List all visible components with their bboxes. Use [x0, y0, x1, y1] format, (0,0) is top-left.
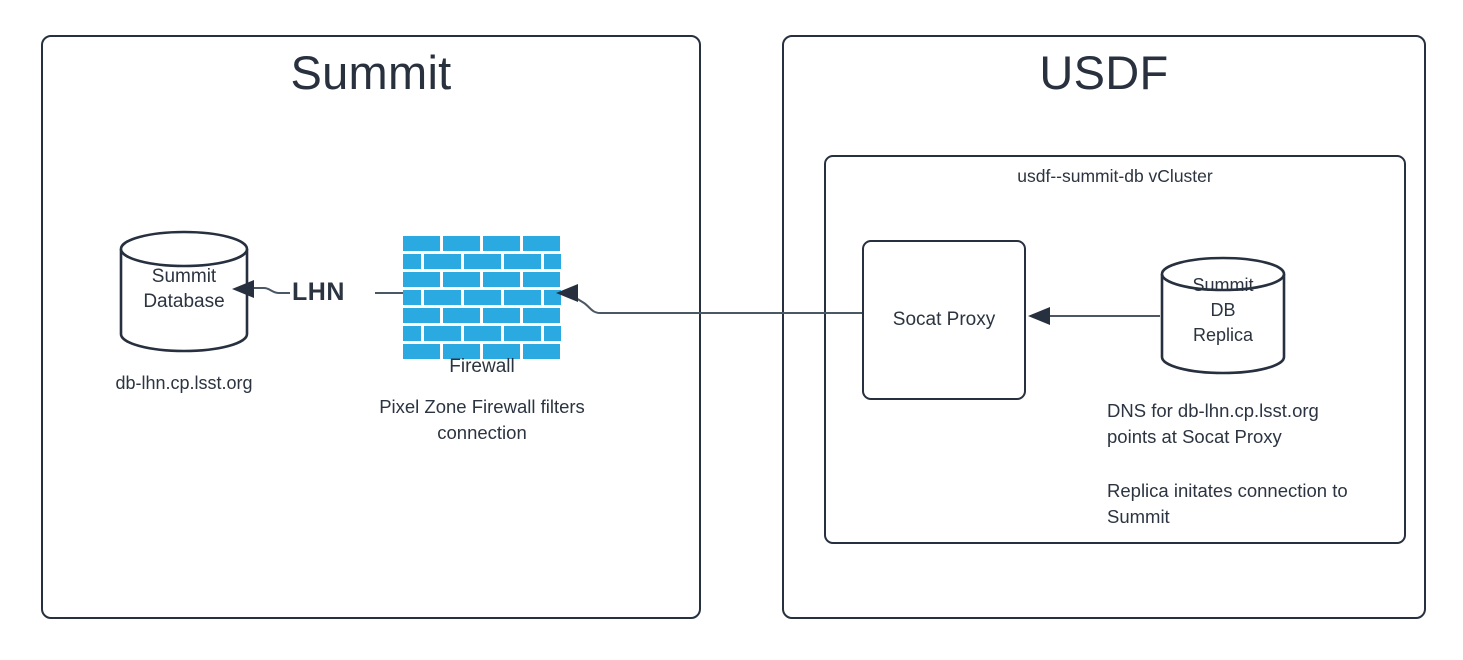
- caption-dns-note: DNS for db-lhn.cp.lsst.org points at Soc…: [1107, 400, 1319, 447]
- firewall-brick-icon: [403, 236, 561, 359]
- node-socat-proxy-label: Socat Proxy: [892, 309, 996, 330]
- caption-replica-note: Replica initates connection to Summit: [1107, 480, 1348, 527]
- node-firewall-label: Firewall: [449, 356, 515, 377]
- database-cylinder-icon: [1160, 256, 1286, 375]
- caption-firewall-note: Pixel Zone Firewall filters connection: [379, 396, 585, 443]
- vcluster-title: usdf--summit-db vCluster: [1017, 166, 1213, 186]
- database-cylinder-icon: [119, 230, 249, 353]
- caption-db-hostname: db-lhn.cp.lsst.org: [115, 373, 253, 393]
- node-summit-database[interactable]: Summit Database: [119, 230, 249, 353]
- zone-usdf-title: USDF: [1039, 46, 1169, 99]
- node-firewall[interactable]: [403, 236, 561, 360]
- node-socat-proxy[interactable]: Socat Proxy: [862, 240, 1026, 400]
- zone-summit-title: Summit: [290, 46, 452, 99]
- node-summit-db-replica[interactable]: Summit DB Replica: [1160, 256, 1286, 375]
- edge-label-lhn: LHN: [292, 278, 345, 306]
